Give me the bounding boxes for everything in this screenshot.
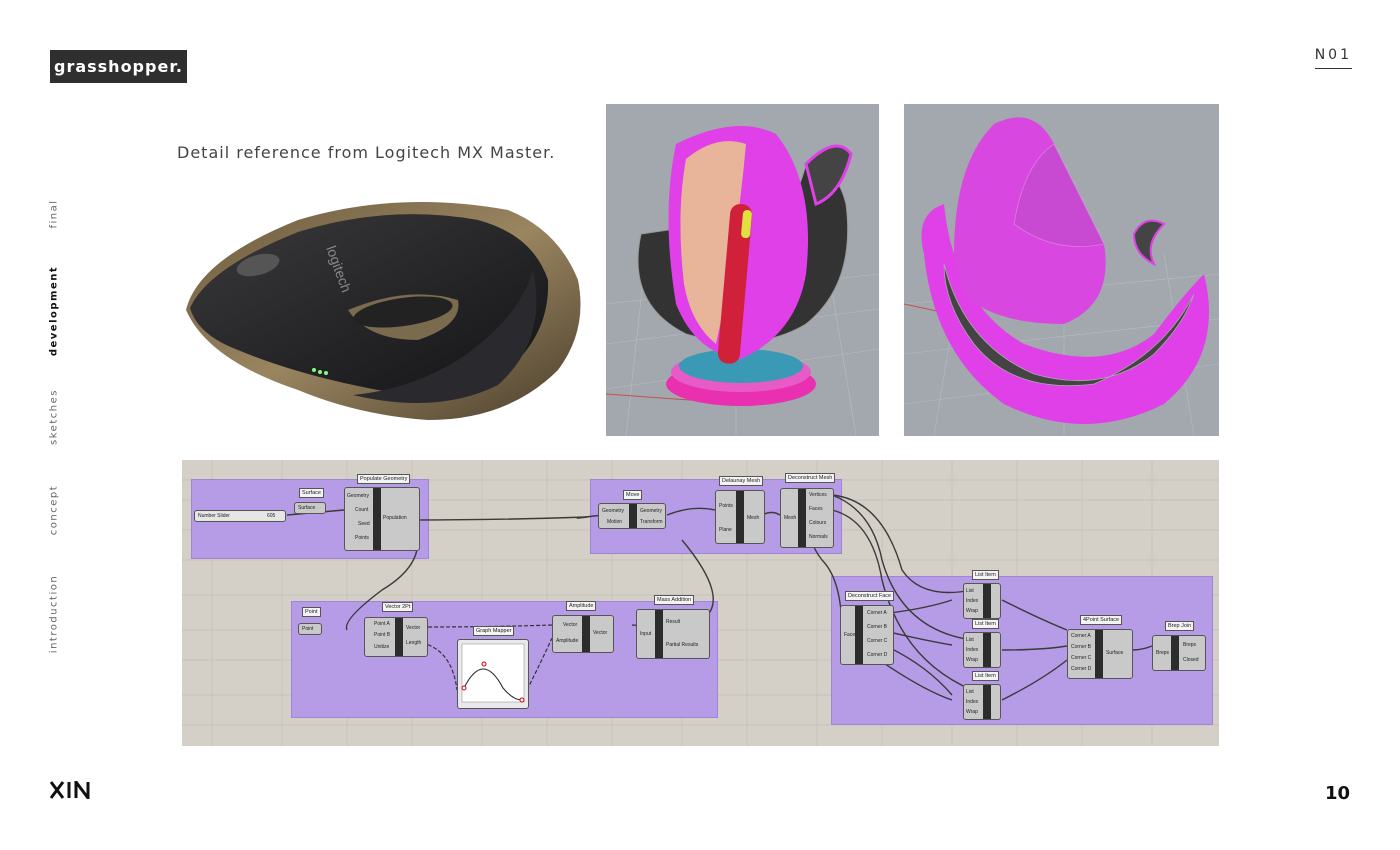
list-item-2-component[interactable]: List Index Wrap [963, 632, 1001, 668]
page-code: N01 [1314, 47, 1352, 69]
mass-addition-title: Mass Addition [654, 595, 695, 605]
mouse-reference-image: logitech [186, 202, 581, 420]
move-component[interactable]: Geometry Motion Geometry Transform [598, 503, 666, 529]
surface-param-label: Surface [299, 488, 324, 498]
move-core [629, 504, 637, 528]
delaunay-title: Delaunay Mesh [719, 476, 764, 486]
wire-network [286, 494, 1153, 701]
graph-mapper-title: Graph Mapper [473, 626, 515, 636]
point-param-label: Point [302, 607, 321, 617]
graph-mapper-curve [461, 643, 525, 703]
grasshopper-canvas[interactable]: Surface Surface Number Slider 605 Point … [182, 460, 1219, 746]
surface-core [1095, 630, 1103, 678]
nav-final[interactable]: final [48, 199, 60, 229]
dmesh-core [798, 489, 806, 547]
amplitude-core [582, 616, 590, 652]
move-title: Move [623, 490, 643, 500]
populate-core [373, 488, 381, 550]
deconstruct-face-component[interactable]: Face Corner A Corner B Corner C Corner D [840, 605, 894, 665]
dface-title: Deconstruct Face [845, 591, 895, 601]
list-item-1-component[interactable]: List Index Wrap [963, 583, 1001, 619]
deconstruct-mesh-component[interactable]: Mesh Vertices Faces Colours Normals [780, 488, 834, 548]
viewport-2 [904, 104, 1219, 436]
nav-introduction[interactable]: introduction [48, 574, 60, 654]
reference-caption: Detail reference from Logitech MX Master… [177, 143, 556, 162]
mass-core [655, 610, 663, 658]
viewport-2-render [904, 117, 1219, 436]
number-slider[interactable]: Number Slider 605 [194, 510, 286, 522]
mass-addition-component[interactable]: Input Result Partial Results [636, 609, 710, 659]
4point-surface-component[interactable]: Corner A Corner B Corner C Corner D Surf… [1067, 629, 1133, 679]
viewport-1 [606, 104, 879, 436]
list-1-core [983, 584, 991, 618]
populate-geometry-component[interactable]: Geometry Count Seed Points Population [344, 487, 420, 551]
delaunay-mesh-component[interactable]: Points Plane Mesh [715, 490, 765, 544]
section-badge: grasshopper. [50, 50, 187, 83]
brep-core [1171, 636, 1179, 670]
graph-mapper-component[interactable] [457, 639, 529, 709]
list-2-core [983, 633, 991, 667]
list-item-3-title: List Item [972, 671, 999, 681]
surface-title: 4Point Surface [1080, 615, 1123, 625]
nav-concept[interactable]: concept [48, 484, 60, 536]
viewport-1-render [606, 126, 879, 436]
amplitude-component[interactable]: Vector Amplitude Vector [552, 615, 614, 653]
brep-join-title: Brep Join [1165, 621, 1195, 631]
nav-development[interactable]: development [48, 265, 60, 357]
populate-title: Populate Geometry [357, 474, 411, 484]
vector-2pt-component[interactable]: Point A Point B Unitize Vector Length [364, 617, 428, 657]
list-item-1-title: List Item [972, 570, 999, 580]
list-item-2-title: List Item [972, 619, 999, 629]
vector-title: Vector 2Pt [382, 602, 414, 612]
amplitude-title: Amplitude [566, 601, 597, 611]
dface-core [855, 606, 863, 664]
xin-logo [50, 781, 90, 799]
brep-join-component[interactable]: Breps Breps Closed [1152, 635, 1206, 671]
delaunay-core [736, 491, 744, 543]
deconstruct-mesh-title: Deconstruct Mesh [785, 473, 836, 483]
surface-param[interactable]: Surface [294, 502, 326, 514]
page-number: 10 [1324, 783, 1350, 804]
list-item-3-component[interactable]: List Index Wrap [963, 684, 1001, 720]
vector-core [395, 618, 403, 656]
list-3-core [983, 685, 991, 719]
nav-sketches[interactable]: sketches [48, 389, 60, 445]
point-param[interactable]: Point [298, 623, 322, 635]
